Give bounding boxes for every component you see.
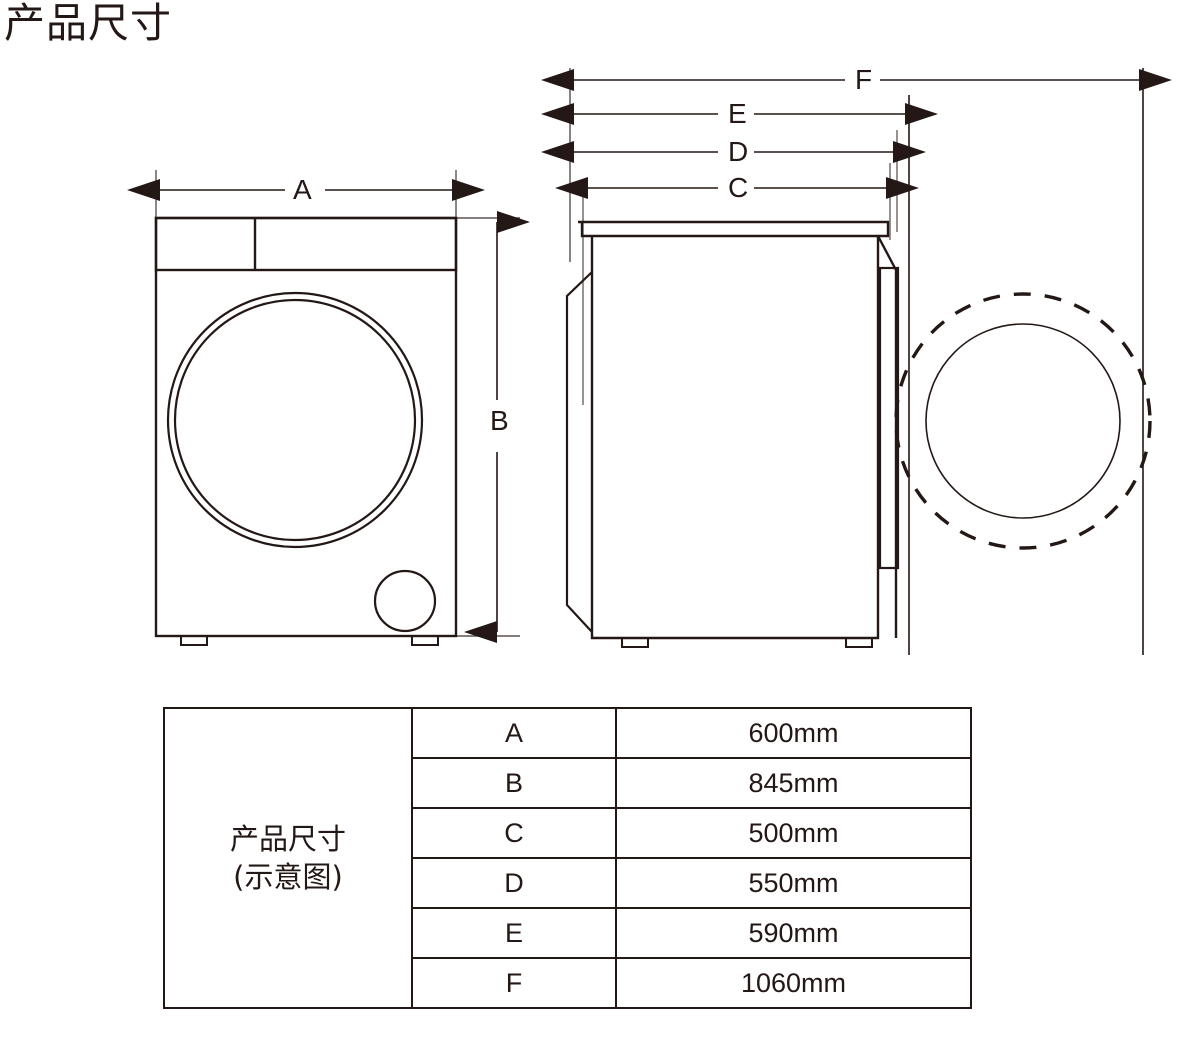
- table-value: 550mm: [615, 857, 972, 909]
- table-row: C 500mm: [164, 807, 972, 859]
- table-key: F: [411, 957, 617, 1009]
- front-view-group: [127, 170, 530, 646]
- page-title: 产品尺寸: [4, 0, 172, 47]
- table-key: E: [411, 907, 617, 959]
- table-key: C: [411, 807, 617, 859]
- table-key: B: [411, 757, 617, 809]
- table-row: E 590mm: [164, 907, 972, 959]
- dimensions-table: 产品尺寸 (示意图) A 600mm B 845mm C 500mm D 550…: [163, 707, 972, 1009]
- table-row: 产品尺寸 (示意图) A 600mm: [163, 707, 972, 1009]
- table-value: 500mm: [615, 807, 972, 859]
- table-caption-cell: 产品尺寸 (示意图): [163, 707, 413, 1009]
- dimension-label-b: B: [484, 407, 515, 435]
- table-row: F 1060mm: [164, 957, 972, 1009]
- table-row: D 550mm: [164, 857, 972, 909]
- table-value: 1060mm: [615, 957, 972, 1009]
- table-value: 845mm: [615, 757, 972, 809]
- table-key: D: [411, 857, 617, 909]
- dimension-label-a: A: [287, 176, 318, 204]
- dimension-label-d: D: [722, 138, 755, 166]
- dimension-label-e: E: [722, 100, 753, 128]
- table-caption-line1: 产品尺寸: [229, 822, 346, 856]
- table-row: B 845mm: [164, 757, 972, 809]
- table-key: A: [411, 707, 617, 759]
- dimension-drawing: [127, 68, 1172, 655]
- dimension-label-f: F: [849, 66, 879, 94]
- table-value: 600mm: [615, 707, 972, 759]
- table-caption-line2: (示意图): [233, 860, 343, 894]
- dimension-label-c: C: [722, 174, 755, 202]
- table-value: 590mm: [615, 907, 972, 959]
- side-view-group: [541, 68, 1172, 655]
